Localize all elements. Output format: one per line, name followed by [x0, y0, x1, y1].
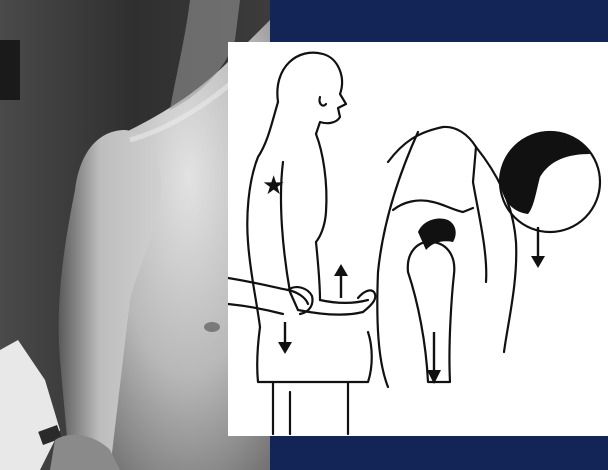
star-icon: ★ [262, 171, 285, 201]
shoulder-exam-illustration: ★ [228, 42, 608, 436]
nipple [204, 322, 220, 332]
illustration-graphic: ★ [228, 42, 608, 436]
door-frame [0, 40, 20, 100]
